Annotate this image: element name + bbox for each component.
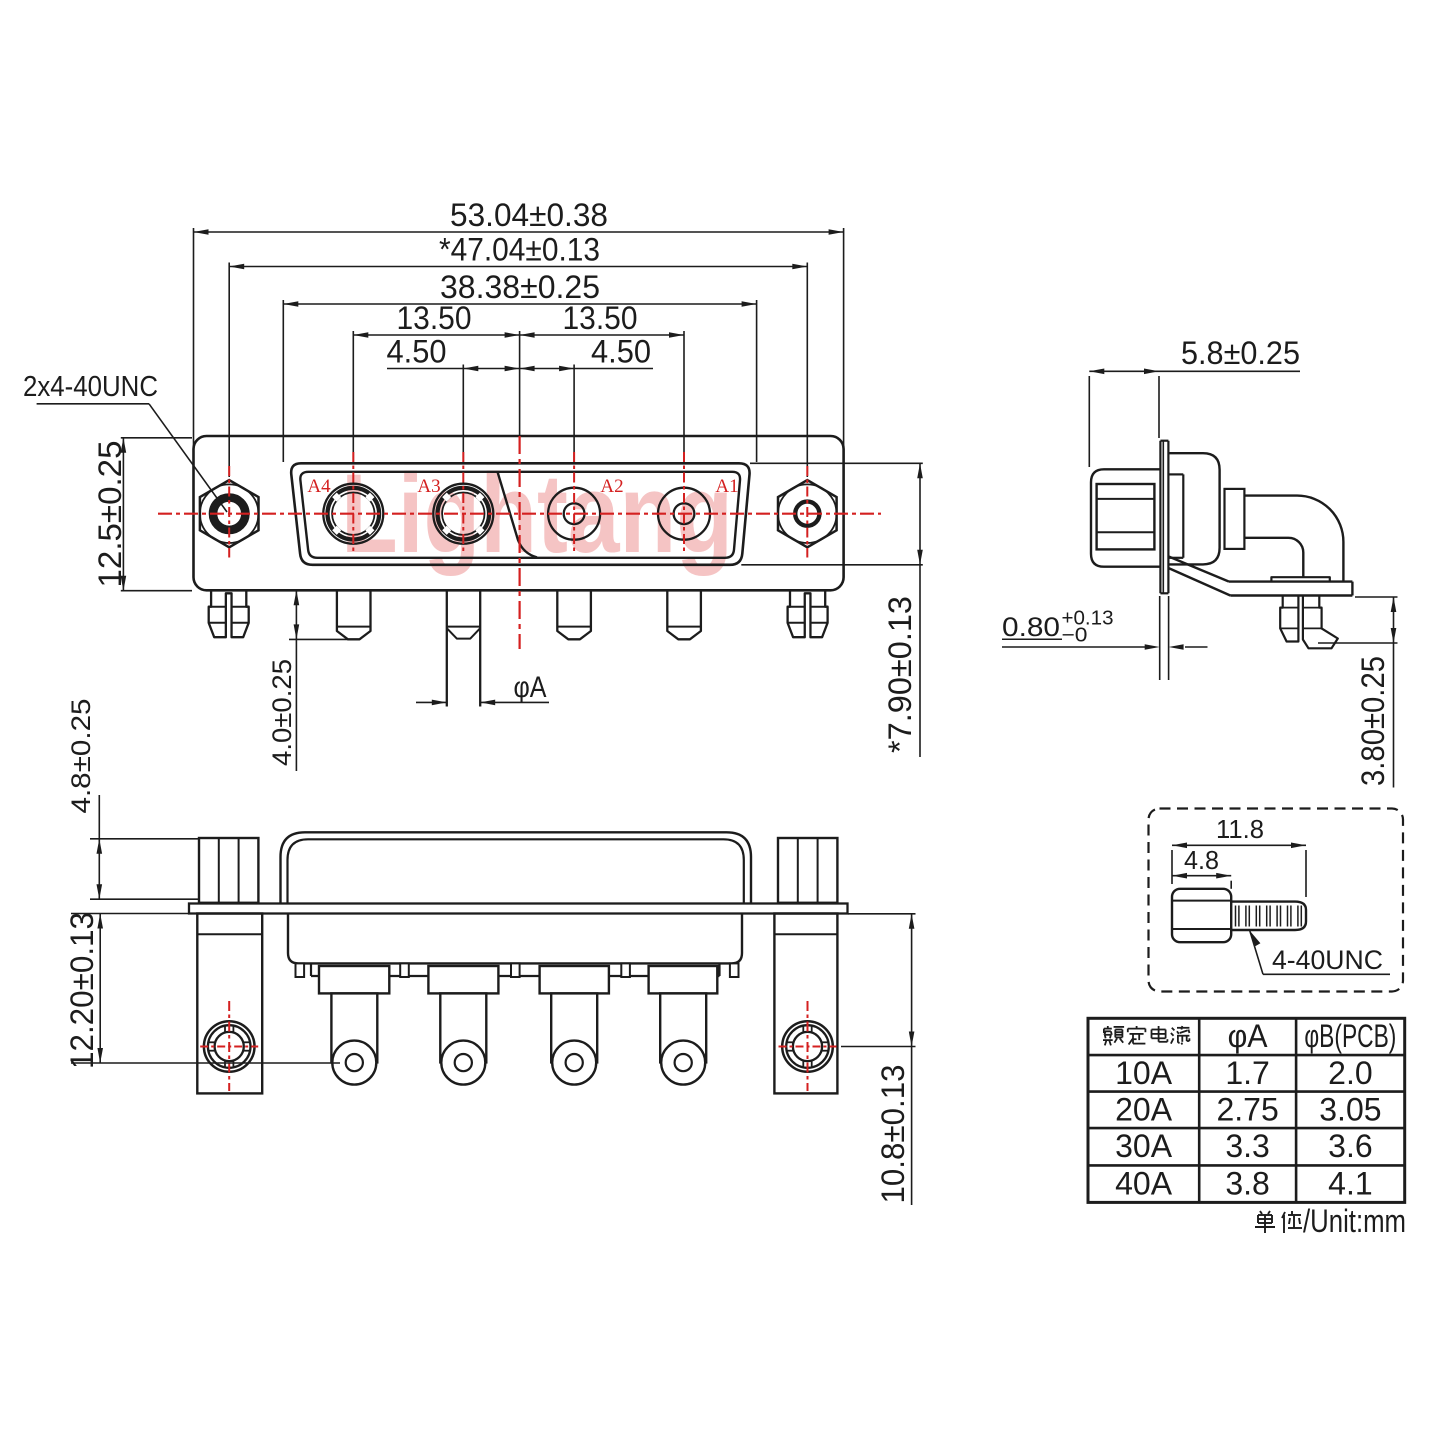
svg-text:*47.04±0.13: *47.04±0.13 <box>439 232 600 268</box>
svg-text:3.6: 3.6 <box>1328 1128 1372 1164</box>
svg-text:φA: φA <box>1228 1018 1269 1054</box>
svg-text:A3: A3 <box>417 476 440 497</box>
svg-text:4.0±0.25: 4.0±0.25 <box>267 659 297 766</box>
svg-text:4.8±0.25: 4.8±0.25 <box>66 699 96 814</box>
svg-text:11.8: 11.8 <box>1216 814 1264 844</box>
svg-text:0.80: 0.80 <box>1002 612 1060 642</box>
svg-text:/Unit:mm: /Unit:mm <box>1303 1203 1406 1239</box>
svg-text:φB(PCB): φB(PCB) <box>1304 1018 1396 1054</box>
svg-text:−0: −0 <box>1062 625 1088 647</box>
svg-text:2.75: 2.75 <box>1216 1091 1278 1127</box>
svg-text:φA: φA <box>514 671 547 704</box>
svg-text:13.50: 13.50 <box>563 300 638 336</box>
svg-text:40A: 40A <box>1115 1165 1173 1201</box>
svg-text:+0.13: +0.13 <box>1062 608 1114 630</box>
svg-text:13.50: 13.50 <box>397 300 472 336</box>
svg-text:2x4-40UNC: 2x4-40UNC <box>23 371 158 403</box>
svg-text:A2: A2 <box>600 476 623 497</box>
svg-text:3.3: 3.3 <box>1225 1128 1269 1164</box>
svg-text:4-40UNC: 4-40UNC <box>1272 945 1383 975</box>
svg-text:12.5±0.25: 12.5±0.25 <box>92 441 128 588</box>
svg-text:4.8: 4.8 <box>1184 845 1219 875</box>
svg-text:*7.90±0.13: *7.90±0.13 <box>882 596 918 753</box>
svg-text:30A: 30A <box>1115 1128 1173 1164</box>
svg-text:4.1: 4.1 <box>1328 1165 1372 1201</box>
svg-text:3.8: 3.8 <box>1225 1165 1269 1201</box>
svg-text:20A: 20A <box>1115 1091 1173 1127</box>
svg-text:38.38±0.25: 38.38±0.25 <box>440 269 600 305</box>
svg-text:53.04±0.38: 53.04±0.38 <box>450 197 608 233</box>
svg-text:10.8±0.13: 10.8±0.13 <box>875 1065 911 1204</box>
svg-text:A1: A1 <box>715 476 738 497</box>
svg-text:5.8±0.25: 5.8±0.25 <box>1181 335 1300 371</box>
svg-text:10A: 10A <box>1115 1055 1173 1091</box>
svg-text:3.80±0.25: 3.80±0.25 <box>1355 656 1391 786</box>
svg-text:A4: A4 <box>307 476 331 497</box>
svg-text:3.05: 3.05 <box>1319 1091 1381 1127</box>
svg-text:2.0: 2.0 <box>1328 1055 1372 1091</box>
svg-text:1.7: 1.7 <box>1225 1055 1269 1091</box>
svg-text:4.50: 4.50 <box>387 334 447 370</box>
svg-text:12.20±0.13: 12.20±0.13 <box>64 912 100 1069</box>
svg-text:4.50: 4.50 <box>591 334 651 370</box>
